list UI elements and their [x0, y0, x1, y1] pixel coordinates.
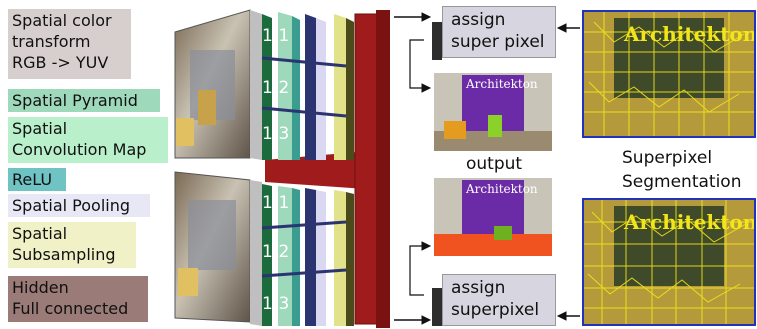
superpixel-label: Superpixel Segmentation — [622, 146, 741, 194]
scale-label-bottom-2: 1:2 — [262, 242, 290, 262]
seg-book-title: Architekton — [624, 210, 756, 234]
top-layer-stack — [250, 10, 354, 160]
legend-label: Spatial color transform RGB -> YUV — [12, 11, 112, 72]
superpixel-label-line1: Superpixel — [622, 148, 713, 168]
legend-label: Spatial Pyramid — [12, 91, 138, 110]
legend-label: ReLU — [12, 170, 53, 189]
assign-line2: superpixel — [451, 300, 540, 320]
legend-label: Spatial Pooling — [12, 196, 131, 215]
legend-spatial-pyramid: Spatial Pyramid — [8, 89, 160, 112]
legend-convolution-map: Spatial Convolution Map — [8, 117, 168, 163]
bottom-input-image — [174, 171, 251, 323]
superpixel-label-line2: Segmentation — [622, 172, 742, 192]
output-image-bottom: Architekton — [434, 178, 552, 256]
book-title: Architekton — [466, 182, 538, 196]
assign-line1: assign — [451, 278, 506, 298]
bottom-layer-stack — [250, 180, 354, 326]
legend-spatial-pooling: Spatial Pooling — [8, 194, 150, 217]
scale-label-top-1: 1:1 — [262, 26, 290, 46]
scale-label-top-2: 1:2 — [262, 78, 290, 98]
scale-label-bottom-1: 1:1 — [262, 193, 290, 213]
top-input-image — [174, 9, 251, 159]
legend-relu: ReLU — [8, 168, 66, 191]
scale-label-top-3: 1:3 — [262, 124, 290, 144]
legend-label: Spatial Convolution Map — [12, 119, 147, 159]
superpixel-seg-top: Architekton — [582, 10, 756, 138]
legend-hidden-full-connected: Hidden Full connected — [8, 276, 148, 322]
legend-color-transform: Spatial color transform RGB -> YUV — [8, 9, 131, 79]
superpixel-seg-bottom: Architekton — [582, 198, 756, 326]
assign-line2: super pixel — [451, 32, 545, 52]
assign-superpixel-bottom: assign superpixel — [432, 274, 556, 326]
scale-label-bottom-3: 1:3 — [262, 294, 290, 314]
assign-superpixel-top: assign super pixel — [432, 6, 556, 60]
output-image-top: Architekton — [434, 73, 552, 151]
seg-book-title: Architekton — [624, 22, 756, 46]
legend-spatial-subsampling: Spatial Subsampling — [8, 222, 136, 268]
output-label: output — [466, 154, 523, 174]
assign-line1: assign — [451, 10, 506, 30]
legend-label: Hidden Full connected — [12, 278, 129, 318]
book-title: Architekton — [466, 77, 538, 91]
connector-arrows — [394, 12, 580, 325]
legend-label: Spatial Subsampling — [12, 224, 116, 264]
